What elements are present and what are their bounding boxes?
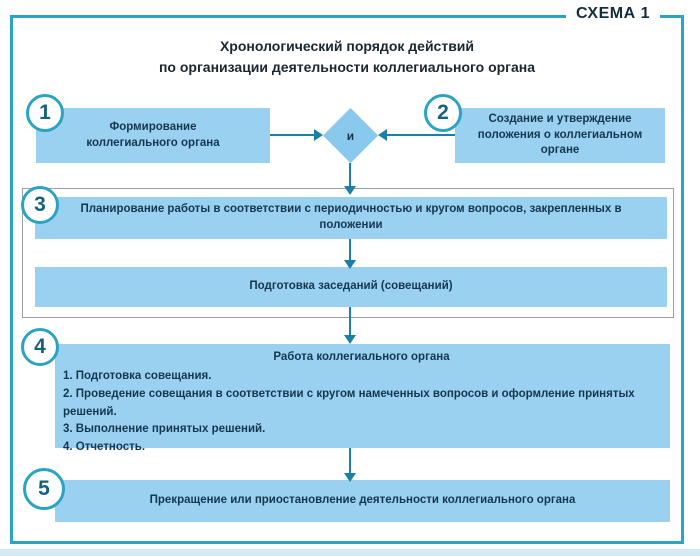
planning-label: Планирование работы в соответствии с пер… bbox=[80, 203, 622, 231]
step4-box: Работа коллегиального органа 1. Подготов… bbox=[55, 344, 670, 453]
arrow-connector-down-line bbox=[349, 163, 351, 187]
step2-label: Создание и утверждение положения о колле… bbox=[477, 113, 643, 157]
connector-label: и bbox=[346, 128, 355, 143]
step4-item: 4. Отчетность. bbox=[63, 441, 146, 454]
arrow-work-to-termination-head bbox=[344, 473, 356, 482]
step2-box: Создание и утверждение положения о колле… bbox=[455, 108, 665, 163]
step5-box: Прекращение или приостановление деятельн… bbox=[55, 480, 670, 522]
step1-number: 1 bbox=[39, 101, 51, 124]
step2-circle: 2 bbox=[424, 94, 462, 132]
diagram-frame bbox=[10, 15, 684, 544]
arrow-preparation-to-work-line bbox=[349, 307, 351, 336]
step1-label: Формирование коллегиального органа bbox=[86, 120, 220, 149]
arrow-planning-to-preparation-line bbox=[349, 239, 351, 261]
step5-label: Прекращение или приостановление деятельн… bbox=[149, 494, 576, 507]
step3-number: 3 bbox=[34, 193, 46, 216]
diagram-title: Хронологический порядок действий по орга… bbox=[10, 36, 684, 78]
arrow-step2-to-connector-head bbox=[378, 129, 387, 141]
step5-circle: 5 bbox=[23, 468, 65, 510]
arrow-work-to-termination-line bbox=[349, 448, 351, 474]
step4-title: Работа коллегиального органа bbox=[273, 351, 450, 363]
arrow-step2-to-connector-line bbox=[387, 134, 455, 136]
preparation-label: Подготовка заседаний (совещаний) bbox=[249, 280, 453, 293]
step4-item: 2. Проведение совещания в соответствии с… bbox=[63, 387, 635, 418]
step5-number: 5 bbox=[38, 477, 50, 500]
schema-label: СХЕМА 1 bbox=[565, 5, 660, 23]
arrow-preparation-to-work-head bbox=[344, 335, 356, 344]
planning-box: Планирование работы в соответствии с пер… bbox=[35, 197, 667, 239]
step4-item: 1. Подготовка совещания. bbox=[63, 370, 212, 382]
step1-box: Формирование коллегиального органа bbox=[36, 108, 270, 163]
bottom-strip bbox=[0, 549, 700, 556]
title-line-1: Хронологический порядок действий bbox=[219, 38, 475, 54]
arrow-step1-to-connector-head bbox=[314, 129, 323, 141]
title-line-2: по организации деятельности коллегиально… bbox=[158, 59, 536, 75]
step3-circle: 3 bbox=[21, 186, 59, 224]
step4-circle: 4 bbox=[21, 328, 59, 366]
arrow-connector-down-head bbox=[344, 186, 356, 195]
step4-list: 1. Подготовка совещания. 2. Проведение с… bbox=[63, 368, 660, 457]
step2-number: 2 bbox=[437, 101, 449, 124]
arrow-planning-to-preparation-head bbox=[344, 260, 356, 269]
step4-number: 4 bbox=[34, 335, 46, 358]
preparation-box: Подготовка заседаний (совещаний) bbox=[35, 267, 667, 307]
step4-item: 3. Выполнение принятых решений. bbox=[63, 423, 266, 436]
step1-circle: 1 bbox=[26, 94, 64, 132]
arrow-step1-to-connector-line bbox=[270, 134, 315, 136]
